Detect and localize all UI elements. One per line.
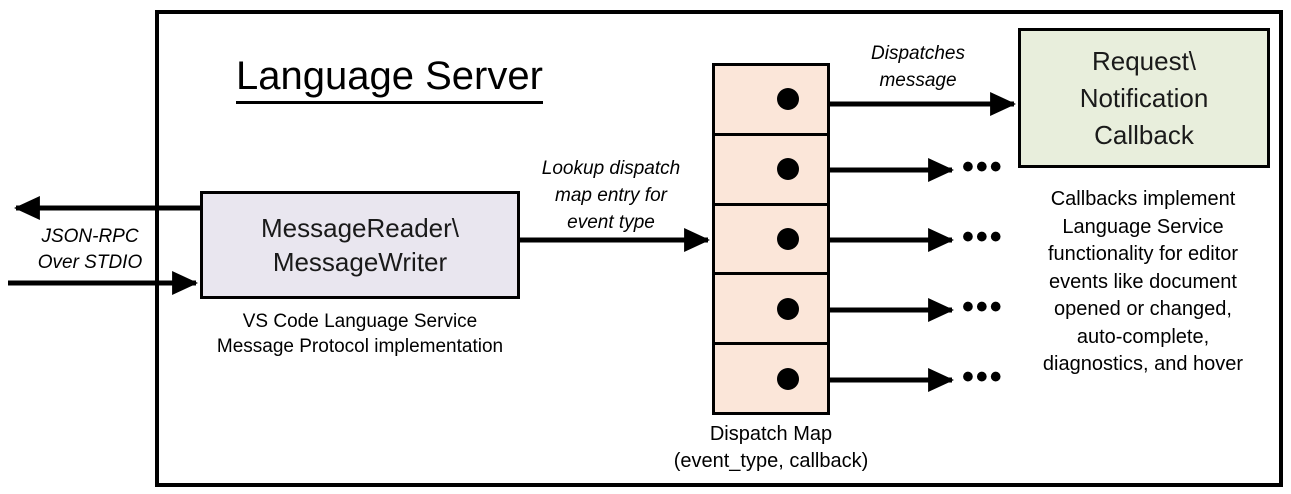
message-reader-label: MessageReader\ (261, 213, 459, 243)
dispatch-entry-dot-icon (777, 88, 799, 111)
callback-description: Callbacks implement Language Service fun… (1006, 186, 1280, 379)
dispatch-map-table[interactable] (712, 63, 830, 415)
dispatch-map-caption-line2: (event_type, callback) (673, 450, 869, 472)
message-reader-writer-caption: VS Code Language Service Message Protoco… (190, 309, 530, 359)
dispatch-entry-dot-icon (777, 227, 799, 250)
callback-caption-line4: events like document (1049, 270, 1237, 293)
language-server-boundary (155, 10, 1283, 487)
callback-line2: Notification (1079, 82, 1209, 113)
lookup-line2: map entry for (555, 185, 667, 206)
dispatch-map-row[interactable] (715, 206, 827, 276)
caption-line2: Message Protocol implementation (216, 336, 504, 357)
ellipsis-icon: ••• (962, 358, 1004, 396)
caption-line1: VS Code Language Service (242, 311, 478, 332)
dispatches-message-label: Dispatches message (838, 40, 998, 94)
callback-caption-line7: diagnostics, and hover (1042, 353, 1244, 375)
callback-caption-line1: Callbacks implement (1050, 188, 1236, 210)
jsonrpc-label-line2: Over STDIO (37, 252, 143, 273)
ellipsis-icon: ••• (962, 288, 1004, 326)
ellipsis-icon: ••• (962, 218, 1004, 256)
callback-caption-line2: Language Service (1062, 215, 1224, 238)
callback-line3: Callback (1094, 119, 1194, 150)
callback-caption-line6: auto-complete, (1076, 325, 1210, 348)
dispatch-map-row[interactable] (715, 345, 827, 412)
dispatch-map-row[interactable] (715, 275, 827, 346)
callback-caption-line3: functionality for editor (1047, 243, 1239, 265)
message-reader-writer-box[interactable]: MessageReader\ MessageWriter (200, 191, 520, 299)
callback-caption-line5: opened or changed, (1054, 298, 1232, 320)
dispatch-entry-dot-icon (777, 158, 799, 181)
lookup-line3: event type (567, 212, 655, 233)
dispatch-map-row[interactable] (715, 66, 827, 136)
request-notification-callback-box[interactable]: Request\ Notification Callback (1018, 28, 1270, 168)
dispatch-entry-dot-icon (777, 297, 799, 320)
message-writer-label: MessageWriter (272, 247, 448, 277)
lookup-dispatch-label: Lookup dispatch map entry for event type (516, 155, 706, 236)
jsonrpc-label-line1: JSON-RPC (41, 226, 139, 247)
callback-line1: Request\ (1091, 45, 1197, 76)
jsonrpc-transport-label: JSON-RPC Over STDIO (20, 224, 160, 276)
dispatches-line1: Dispatches (871, 43, 965, 64)
dispatches-line2: message (879, 70, 957, 91)
dispatch-map-caption: Dispatch Map (event_type, callback) (640, 421, 902, 475)
lookup-line1: Lookup dispatch (541, 158, 681, 179)
diagram-title: Language Server (236, 52, 543, 104)
ellipsis-icon: ••• (962, 148, 1004, 186)
dispatch-entry-dot-icon (777, 367, 799, 390)
dispatch-map-row[interactable] (715, 136, 827, 206)
dispatch-map-caption-line1: Dispatch Map (709, 423, 833, 445)
